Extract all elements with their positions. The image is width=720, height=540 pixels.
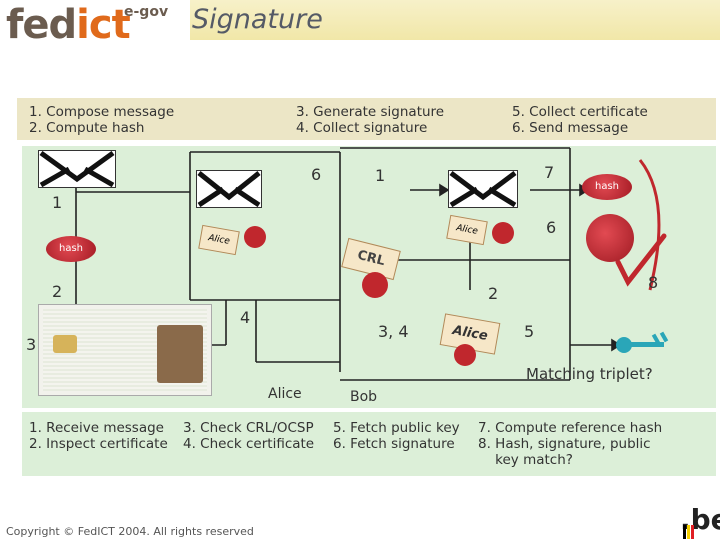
matching-triplet-label: Matching triplet? <box>526 365 653 383</box>
public-key-icon <box>616 331 669 353</box>
message-envelope-sender <box>38 150 116 188</box>
photo-icon <box>157 325 203 383</box>
receiver-steps-panel <box>22 412 716 476</box>
sender-steps-col1: 1. Compose message 2. Compute hash <box>29 104 175 136</box>
copyright-text: Copyright © FedICT 2004. All rights rese… <box>6 525 254 538</box>
step-number: 1 <box>52 193 63 212</box>
eid-card <box>38 304 212 396</box>
step-number: 6 <box>546 218 557 237</box>
message-envelope-signed <box>196 170 262 208</box>
receiver-steps-col3: 5. Fetch public key 6. Fetch signature <box>333 420 460 452</box>
step-number: 3, 4 <box>378 322 409 341</box>
hash-seal-icon: hash <box>582 174 632 200</box>
step-number: 7 <box>544 163 555 182</box>
receiver-steps-col2: 3. Check CRL/OCSP 4. Check certificate <box>183 420 315 452</box>
step-number: 8 <box>648 273 659 292</box>
seal-icon <box>244 226 266 248</box>
egov-label: e-gov <box>124 4 169 20</box>
seal-icon <box>492 222 514 244</box>
sender-steps-panel <box>17 98 716 140</box>
sender-name: Alice <box>268 386 302 402</box>
envelope-icon <box>197 171 261 208</box>
signature-seal-icon <box>586 214 634 262</box>
envelope-icon <box>39 150 115 188</box>
step-number: 5 <box>524 322 535 341</box>
receiver-steps-col1: 1. Receive message 2. Inspect certificat… <box>29 420 168 452</box>
step-number: 1 <box>375 166 386 185</box>
page-title: Signature <box>192 4 323 35</box>
receiver-steps-col4: 7. Compute reference hash 8. Hash, signa… <box>478 420 663 468</box>
chip-icon <box>53 335 77 353</box>
flag-bar-yellow <box>687 525 690 539</box>
hash-seal-icon: hash <box>46 236 96 262</box>
fedict-logo: fedict <box>6 2 131 48</box>
step-number: 4 <box>240 308 251 327</box>
envelope-icon <box>449 171 517 208</box>
sender-steps-col2: 3. Generate signature 4. Collect signatu… <box>296 104 445 136</box>
seal-icon <box>454 344 476 366</box>
step-number: 6 <box>311 165 322 184</box>
title-bar <box>190 0 720 40</box>
step-number: 2 <box>52 282 63 301</box>
message-envelope-received <box>448 170 518 208</box>
receiver-name: Bob <box>350 389 378 405</box>
seal-icon <box>362 272 388 298</box>
step-number: 3 <box>26 335 37 354</box>
flag-bar-black <box>683 525 686 539</box>
step-number: 2 <box>488 284 499 303</box>
flag-bar-red <box>691 525 694 539</box>
sender-steps-col3: 5. Collect certificate 6. Send message <box>512 104 648 136</box>
be-logo: .be <box>680 503 720 536</box>
